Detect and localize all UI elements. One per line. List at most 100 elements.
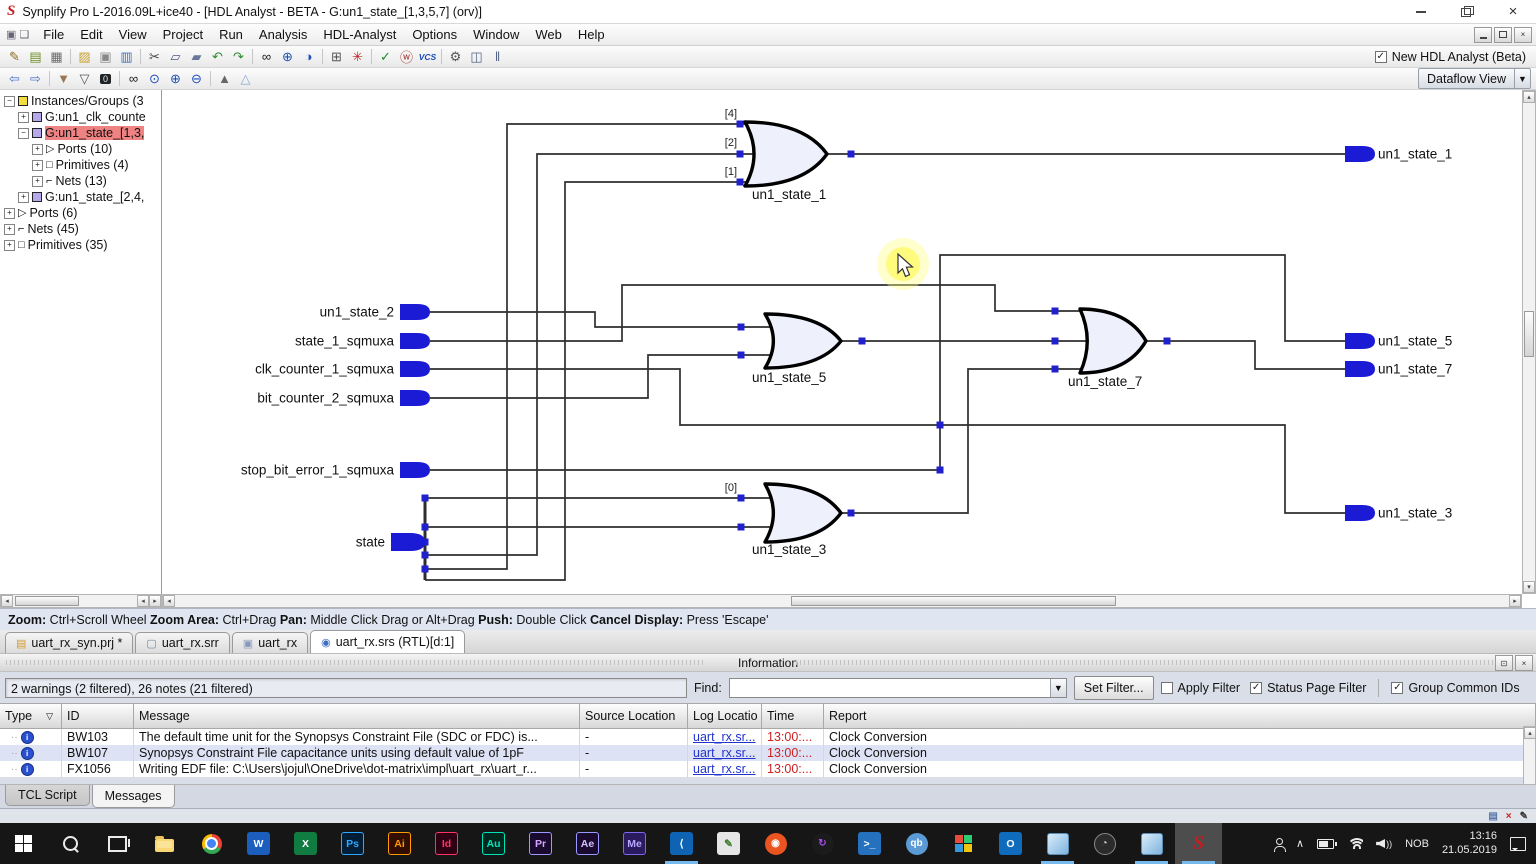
language-indicator[interactable]: NOB bbox=[1405, 837, 1429, 850]
save-icon[interactable]: ▣ bbox=[99, 48, 112, 64]
edit-note-icon[interactable]: ✎ bbox=[1519, 810, 1528, 822]
tree-item-ports-10[interactable]: +▷Ports (10) bbox=[0, 141, 161, 157]
log-location-link[interactable]: uart_rx.sr... bbox=[693, 730, 756, 744]
zoom-in-view-icon[interactable]: ⊕ bbox=[282, 48, 293, 64]
scroll-down-icon[interactable]: ▾ bbox=[1523, 581, 1535, 593]
menu-web[interactable]: Web bbox=[535, 27, 562, 42]
back-icon[interactable]: ⇦ bbox=[9, 70, 20, 86]
battery-icon[interactable] bbox=[1317, 838, 1338, 849]
canvas-horizontal-scrollbar[interactable]: ◂ ▸ bbox=[162, 594, 1522, 608]
start-button[interactable] bbox=[0, 823, 47, 864]
menu-run[interactable]: Run bbox=[219, 27, 243, 42]
compare-icon[interactable]: ‖ bbox=[494, 49, 501, 64]
wire[interactable] bbox=[430, 311, 782, 328]
input-pin-un1_state_2[interactable] bbox=[400, 304, 430, 320]
scroll-left-icon[interactable]: ◂ bbox=[163, 595, 175, 607]
close-button[interactable]: × bbox=[1508, 3, 1518, 20]
after-effects-icon[interactable]: Ae bbox=[564, 823, 611, 864]
web-update-icon[interactable]: ⓦ bbox=[399, 50, 413, 65]
premiere-icon[interactable]: Pr bbox=[517, 823, 564, 864]
wifi-icon[interactable] bbox=[1347, 838, 1364, 849]
canvas-vertical-scrollbar[interactable]: ▴ ▾ bbox=[1522, 90, 1536, 594]
new-hdl-analyst-checkbox[interactable]: ✓ bbox=[1374, 50, 1387, 63]
menu-window[interactable]: Window bbox=[473, 27, 520, 42]
zoom-out-icon[interactable]: ⊖ bbox=[191, 70, 202, 86]
tree-expander-icon[interactable]: + bbox=[32, 159, 43, 171]
powershell-icon[interactable]: >_ bbox=[846, 823, 893, 864]
wire[interactable] bbox=[430, 354, 782, 399]
column-header-time[interactable]: Time bbox=[762, 704, 824, 728]
tree-item-ports-6[interactable]: +▷Ports (6) bbox=[0, 205, 161, 221]
find-icon[interactable]: ∞ bbox=[261, 49, 272, 64]
icecube2-alt-icon[interactable] bbox=[1128, 823, 1175, 864]
scroll-up-icon[interactable]: ▴ bbox=[1524, 727, 1536, 739]
chrome-icon[interactable] bbox=[188, 823, 235, 864]
filtered-view-icon[interactable]: 0 bbox=[95, 69, 116, 88]
volume-icon[interactable]: )) bbox=[1376, 839, 1392, 849]
log-location-link[interactable]: uart_rx.sr... bbox=[693, 762, 756, 776]
minimize-button[interactable] bbox=[1398, 0, 1444, 23]
tree-expander-icon[interactable]: + bbox=[4, 223, 15, 235]
scrollbar-thumb[interactable] bbox=[1524, 311, 1534, 357]
vscode-icon[interactable]: ⟨ bbox=[658, 823, 705, 864]
scroll-left-icon[interactable]: ◂ bbox=[1, 595, 13, 607]
crossprobe-icon[interactable]: ◫ bbox=[470, 48, 483, 64]
input-pin-clk_counter_1_sqmuxa[interactable] bbox=[400, 361, 430, 377]
or-gate-un1_state_3[interactable] bbox=[763, 482, 843, 544]
menu-hdlanalyst[interactable]: HDL-Analyst bbox=[323, 27, 397, 42]
input-pin-state[interactable] bbox=[391, 533, 425, 551]
tree-expander-icon[interactable]: − bbox=[4, 95, 15, 107]
output-pin-un1_state_1[interactable] bbox=[1345, 146, 1375, 162]
pop-hierarchy-icon[interactable]: ▽ bbox=[79, 70, 90, 86]
log-location-link[interactable]: uart_rx.sr... bbox=[693, 746, 756, 760]
system-config-icon[interactable] bbox=[940, 823, 987, 864]
wire[interactable] bbox=[939, 254, 1345, 470]
column-header-log-locatio[interactable]: Log Locatio bbox=[688, 704, 762, 728]
hdl-analyst-window-icon[interactable]: ▣ bbox=[6, 29, 17, 41]
tab-uart-rx-srs-rtl-d-1[interactable]: ◉uart_rx.srs (RTL)[d:1] bbox=[310, 630, 466, 653]
task-view-icon[interactable] bbox=[94, 823, 141, 864]
tree-item-primitives-35[interactable]: +□Primitives (35) bbox=[0, 237, 161, 253]
settings-icon[interactable]: ⚙ bbox=[449, 48, 462, 64]
checkbox-group-common-ids[interactable]: ✓Group Common IDs bbox=[1391, 681, 1520, 695]
tree-expander-icon[interactable]: + bbox=[18, 111, 29, 123]
filter-funnel-icon[interactable]: ▽ bbox=[46, 710, 54, 721]
input-pin-bit_counter_2_sqmuxa[interactable] bbox=[400, 390, 430, 406]
input-pin-stop_bit_error_1_sqmuxa[interactable] bbox=[400, 462, 430, 478]
wire[interactable] bbox=[425, 153, 762, 556]
menu-help[interactable]: Help bbox=[577, 27, 605, 42]
tree-item-instances-groups-3[interactable]: −Instances/Groups (3 bbox=[0, 93, 161, 109]
toggle-view-icon[interactable]: ◑ bbox=[304, 49, 313, 64]
tree-item-g-un1-state-2-4[interactable]: +G:un1_state_[2,4, bbox=[0, 189, 161, 205]
column-header-type[interactable]: Type▽ bbox=[0, 704, 62, 728]
paste-icon[interactable]: ▰ bbox=[191, 48, 202, 64]
people-icon[interactable] bbox=[1274, 837, 1287, 852]
edit-project-icon[interactable]: ✎ bbox=[9, 48, 20, 64]
column-header-source-location[interactable]: Source Location bbox=[580, 704, 688, 728]
menu-edit[interactable]: Edit bbox=[80, 27, 103, 42]
annotate-icon[interactable]: ✳ bbox=[352, 48, 363, 64]
scrollbar-thumb[interactable] bbox=[791, 596, 1116, 606]
tree-item-primitives-4[interactable]: +□Primitives (4) bbox=[0, 157, 161, 173]
column-header-message[interactable]: Message bbox=[134, 704, 580, 728]
tab-uart-rx-srr[interactable]: ▢uart_rx.srr bbox=[135, 632, 230, 653]
indesign-icon[interactable]: Id bbox=[423, 823, 470, 864]
scroll-right-icon[interactable]: ▸ bbox=[149, 595, 161, 607]
wire[interactable] bbox=[430, 368, 940, 426]
chevron-down-icon[interactable]: ▼ bbox=[1049, 678, 1066, 697]
wire[interactable] bbox=[1146, 340, 1345, 370]
file-explorer-icon[interactable] bbox=[141, 823, 188, 864]
or-gate-un1_state_7[interactable] bbox=[1078, 307, 1148, 375]
cut-icon[interactable]: ✂ bbox=[149, 48, 160, 64]
ubuntu-icon[interactable]: ◉ bbox=[752, 823, 799, 864]
word-icon[interactable]: W bbox=[235, 823, 282, 864]
save-all-icon[interactable]: ▥ bbox=[120, 48, 133, 64]
or-gate-un1_state_1[interactable] bbox=[743, 120, 829, 188]
scroll-up-icon[interactable]: ▴ bbox=[1523, 91, 1535, 103]
text-editor-icon[interactable]: ✎ bbox=[705, 823, 752, 864]
output-pin-un1_state_5[interactable] bbox=[1345, 333, 1375, 349]
clock[interactable]: 13:16 21.05.2019 bbox=[1442, 830, 1497, 858]
obs-icon[interactable]: ◔ bbox=[1081, 823, 1128, 864]
